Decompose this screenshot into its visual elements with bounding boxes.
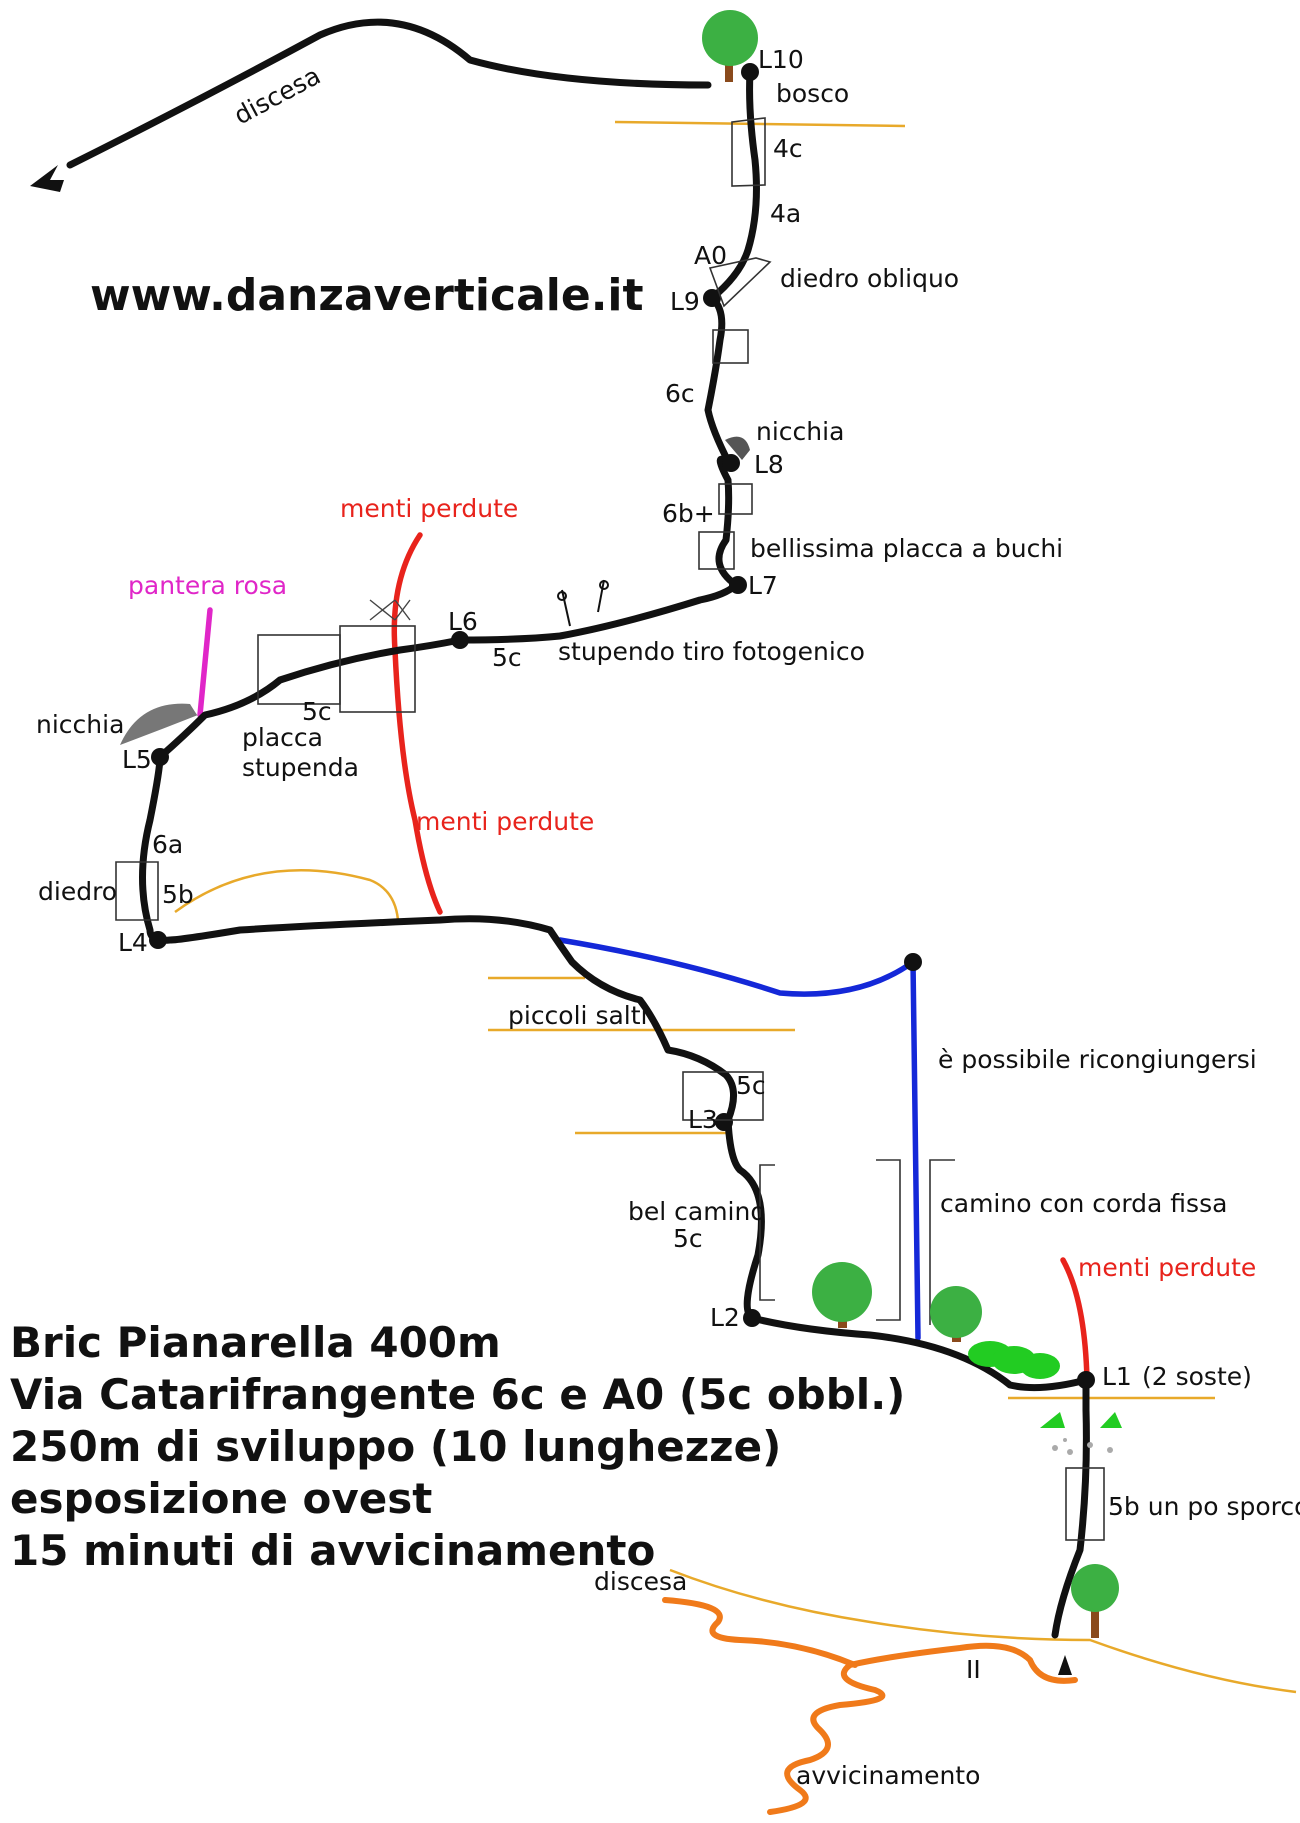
belay-dot-l2 [743, 1309, 761, 1327]
scree-icon [1052, 1438, 1113, 1455]
grass-icon [1040, 1412, 1122, 1428]
variant-belay-point [904, 953, 922, 971]
niche-icon-l5 [120, 703, 199, 745]
label-camino-corda: camino con corda fissa [940, 1189, 1227, 1218]
info-line-1: Bric Pianarella 400m [10, 1318, 501, 1367]
label-l4: L4 [118, 928, 148, 957]
info-block: Bric Pianarella 400m Via Catarifrangente… [10, 1318, 905, 1575]
label-menti-perdute-top: menti perdute [340, 494, 518, 523]
info-line-4: esposizione ovest [10, 1474, 432, 1523]
label-bellissima: bellissima placca a buchi [750, 534, 1063, 563]
menti-perdute-line-upper [391, 532, 443, 915]
label-placca: placca [242, 723, 323, 752]
label-l1: L1 [1102, 1362, 1132, 1391]
label-possibile: è possibile ricongiungersi [938, 1045, 1257, 1074]
label-6a: 6a [152, 830, 183, 859]
info-line-2: Via Catarifrangente 6c e A0 (5c obbl.) [10, 1370, 905, 1419]
bush-icons [968, 1341, 1060, 1379]
label-ii: II [966, 1655, 981, 1684]
label-5c-l6: 5c [492, 643, 522, 672]
label-4c: 4c [773, 134, 803, 163]
label-l3: L3 [688, 1105, 718, 1134]
label-l1-soste: (2 soste) [1142, 1362, 1252, 1391]
label-discesa-top: discesa [229, 61, 325, 130]
label-nicchia-left: nicchia [36, 710, 124, 739]
label-6bplus: 6b+ [662, 499, 715, 528]
website-label: www.danzaverticale.it [90, 270, 644, 321]
label-l10: L10 [758, 45, 804, 74]
belay-dot-l3 [715, 1113, 733, 1131]
label-5c-camino: 5c [673, 1224, 703, 1253]
descent-path-top [66, 18, 712, 169]
route-labels: discesa L10 bosco 4c 4a A0 diedro obliqu… [36, 45, 1300, 1790]
approach-arrow-icon [1058, 1655, 1072, 1675]
belay-dot-l1 [1077, 1371, 1095, 1389]
label-l8: L8 [754, 450, 784, 479]
brackets [759, 1159, 955, 1325]
x-mark [369, 599, 411, 621]
label-5c-l3: 5c [736, 1071, 766, 1100]
label-bosco: bosco [776, 79, 849, 108]
label-5b: 5b [162, 880, 194, 909]
label-stupendo: stupendo tiro fotogenico [558, 637, 865, 666]
label-l5: L5 [122, 745, 152, 774]
label-pantera-rosa: pantera rosa [128, 571, 287, 600]
belay-dot-l5 [151, 748, 169, 766]
label-piccoli-salti: piccoli salti [508, 1001, 647, 1030]
approach-path [767, 1642, 1078, 1815]
menti-perdute-line-right [1060, 1257, 1090, 1383]
belay-dot-l4 [149, 931, 167, 949]
niche-icon-l8 [725, 436, 750, 460]
label-menti-perdute-mid: menti perdute [416, 807, 594, 836]
label-menti-perdute-right: menti perdute [1078, 1253, 1256, 1282]
pantera-rosa-line [197, 607, 213, 718]
belay-dot-l10 [741, 63, 759, 81]
label-4a: 4a [770, 199, 801, 228]
label-5c-placca: 5c [302, 697, 332, 726]
label-l6: L6 [448, 607, 478, 636]
label-bel-camino: bel camino [628, 1197, 766, 1226]
info-line-3: 250m di sviluppo (10 lunghezze) [10, 1422, 781, 1471]
tree-icon-bottom [1071, 1564, 1119, 1638]
descent-path-bottom [662, 1597, 858, 1668]
tree-icon-camino [930, 1286, 982, 1342]
bolt-icons [557, 579, 609, 627]
label-l9: L9 [670, 287, 700, 316]
tree-icon-l10 [702, 10, 758, 82]
label-5b-sporco: 5b un po sporco [1108, 1492, 1300, 1521]
label-l7: L7 [748, 571, 778, 600]
label-discesa-bottom: discesa [594, 1567, 687, 1596]
descent-arrow-icon [30, 165, 64, 192]
label-stupenda: stupenda [242, 753, 359, 782]
label-diedro-obliquo: diedro obliquo [780, 264, 959, 293]
main-route [139, 68, 1090, 1639]
belay-dot-l7 [729, 576, 747, 594]
ledges [174, 120, 1297, 1694]
pitch-boxes [115, 117, 1105, 1541]
label-avvicinamento: avvicinamento [796, 1761, 980, 1790]
variant-route-blue [557, 937, 921, 1341]
tree-icon-l2 [812, 1262, 872, 1328]
label-6c: 6c [665, 379, 695, 408]
label-l2: L2 [710, 1303, 740, 1332]
label-nicchia-top: nicchia [756, 417, 844, 446]
info-line-5: 15 minuti di avvicinamento [10, 1526, 655, 1575]
belay-dots [149, 63, 1095, 1389]
label-diedro: diedro [38, 877, 117, 906]
label-a0: A0 [694, 241, 727, 270]
belay-dot-l6 [451, 631, 469, 649]
belay-dot-l8 [722, 454, 740, 472]
belay-dot-l9 [703, 289, 721, 307]
